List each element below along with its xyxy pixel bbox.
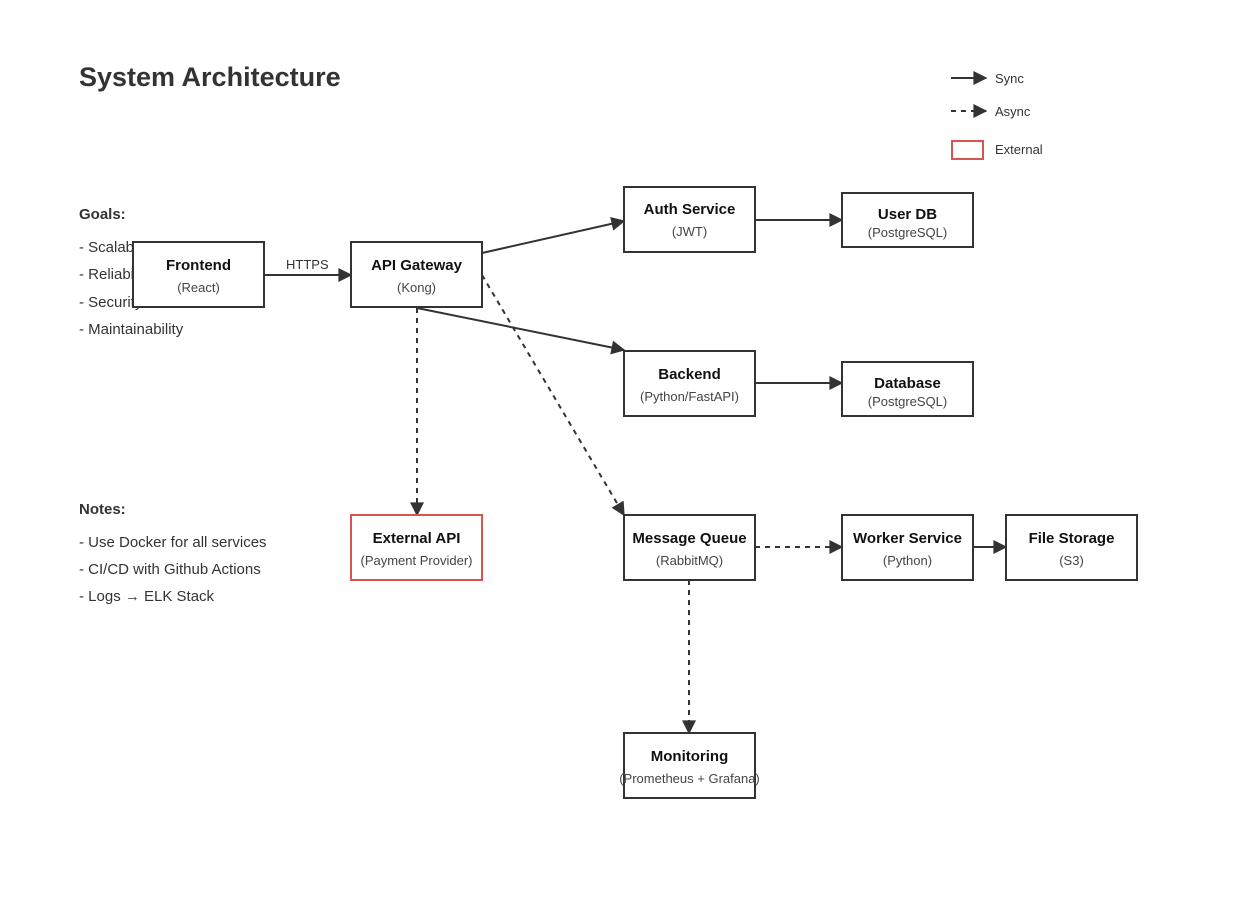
node-monitoring[interactable]: Monitoring (Prometheus + Grafana) — [619, 732, 760, 799]
node-backend[interactable]: Backend (Python/FastAPI) — [623, 350, 756, 417]
node-sub: (React) — [177, 280, 220, 295]
node-database[interactable]: Database (PostgreSQL) — [841, 361, 974, 417]
node-sub: (PostgreSQL) — [867, 225, 948, 240]
node-user-db[interactable]: User DB (PostgreSQL) — [841, 192, 974, 248]
node-sub: (Python/FastAPI) — [640, 389, 739, 404]
node-auth-service[interactable]: Auth Service (JWT) — [623, 186, 756, 253]
node-sub: (Prometheus + Grafana) — [619, 771, 760, 786]
node-name: Monitoring — [650, 748, 729, 765]
node-sub: (RabbitMQ) — [655, 553, 724, 568]
node-name: User DB — [877, 206, 938, 223]
node-message-queue[interactable]: Message Queue (RabbitMQ) — [623, 514, 756, 581]
node-sub: (S3) — [1059, 553, 1084, 568]
node-name: Auth Service — [643, 201, 736, 218]
node-worker-service[interactable]: Worker Service (Python) — [841, 514, 974, 581]
node-sub: (JWT) — [671, 224, 708, 239]
node-name: Message Queue — [632, 530, 747, 547]
node-name: Database — [874, 375, 941, 392]
edge-gateway-auth — [481, 216, 626, 254]
node-name: File Storage — [1028, 530, 1115, 547]
node-sub: (Payment Provider) — [360, 553, 473, 568]
goals-item: - Security — [79, 294, 143, 311]
edge-gateway-backend — [416, 307, 626, 355]
node-sub: (Kong) — [396, 280, 437, 295]
legend-external-label: External — [995, 142, 1043, 157]
node-api-gateway[interactable]: API Gateway (Kong) — [350, 241, 483, 308]
notes-heading: Notes: — [79, 501, 126, 518]
edge-label-https: HTTPS — [286, 257, 329, 272]
notes-item: - Logs → ELK Stack — [79, 588, 215, 605]
notes-item: - CI/CD with Github Actions — [79, 561, 261, 578]
legend-sync-label: Sync — [995, 71, 1024, 86]
node-name: External API — [372, 530, 461, 547]
node-external-api[interactable]: External API (Payment Provider) — [350, 514, 483, 581]
goals-heading: Goals: — [79, 206, 126, 223]
node-name: API Gateway — [371, 257, 462, 274]
node-sub: (Python) — [882, 553, 933, 568]
node-frontend[interactable]: Frontend (React) — [132, 241, 265, 308]
notes-item: - Use Docker for all services — [79, 534, 267, 551]
legend-async-label: Async — [995, 104, 1031, 119]
node-sub: (PostgreSQL) — [867, 394, 948, 409]
page-title: System Architecture — [79, 62, 341, 92]
node-file-storage[interactable]: File Storage (S3) — [1005, 514, 1138, 581]
node-name: Frontend — [166, 257, 231, 274]
node-name: Worker Service — [853, 530, 962, 547]
legend-external-swatch — [951, 140, 984, 160]
node-name: Backend — [658, 366, 721, 383]
goals-item: - Maintainability — [79, 321, 184, 338]
edge-gateway-queue — [481, 274, 625, 517]
